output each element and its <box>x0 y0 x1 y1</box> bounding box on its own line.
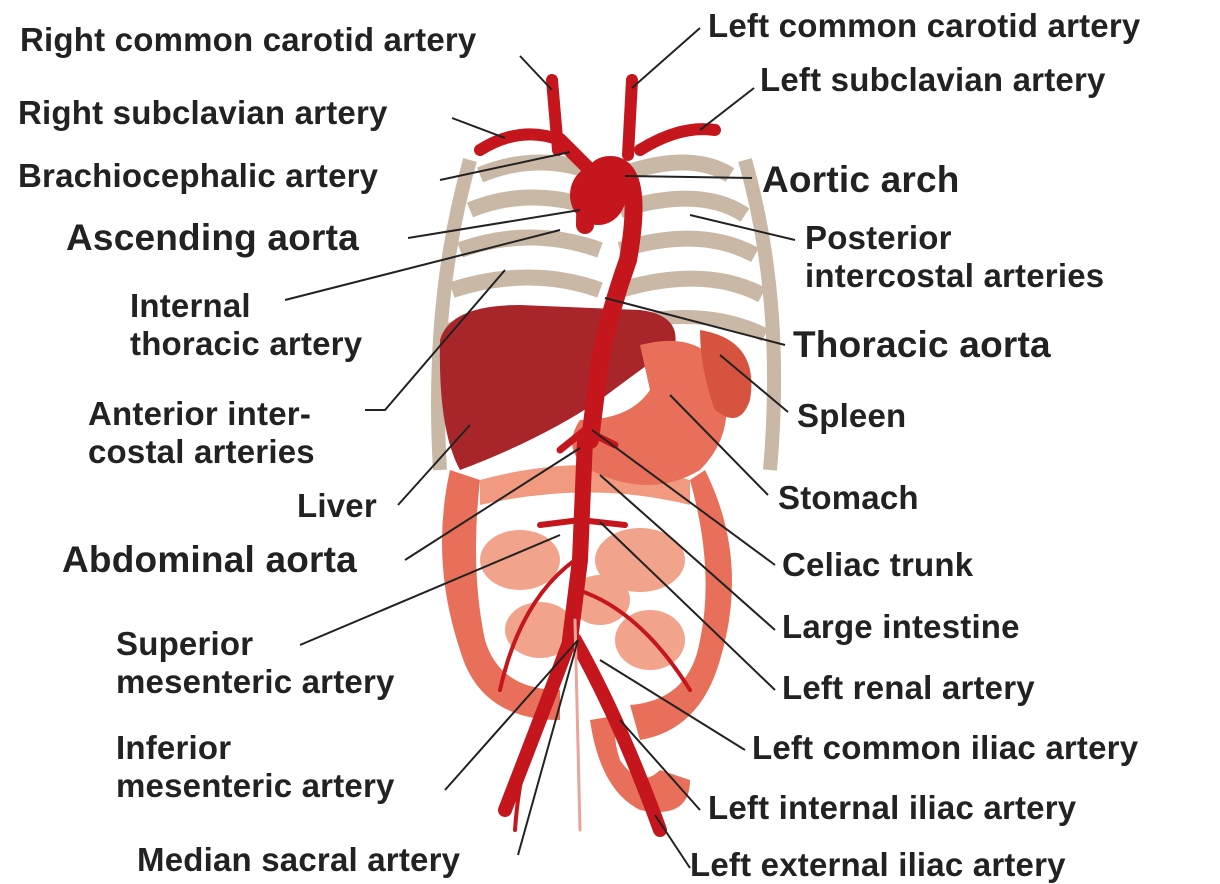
label-anterior-intercostal-line2: costal arteries <box>88 434 315 470</box>
label-superior-mesenteric-line1: Superior <box>116 626 253 662</box>
label-thoracic-aorta: Thoracic aorta <box>793 325 1051 366</box>
leader-anterior-intercostal <box>365 270 505 410</box>
leader-left-common-carotid <box>632 28 700 88</box>
leader-right-common-carotid <box>520 56 552 90</box>
label-ascending-aorta: Ascending aorta <box>66 218 359 259</box>
label-anterior-intercostal-line1: Anterior inter- <box>88 396 311 432</box>
leader-left-internal-iliac <box>620 720 700 810</box>
label-aortic-arch: Aortic arch <box>762 160 960 201</box>
label-right-subclavian: Right subclavian artery <box>18 95 388 131</box>
label-superior-mesenteric-line2: mesenteric artery <box>116 664 395 700</box>
label-posterior-intercostal-line2: intercostal arteries <box>805 258 1104 294</box>
leader-spleen <box>720 355 788 412</box>
leader-posterior-intercostal <box>690 215 795 240</box>
label-spleen: Spleen <box>797 398 906 434</box>
leader-ascending-aorta <box>408 210 580 238</box>
label-inferior-mesenteric-line2: mesenteric artery <box>116 768 395 804</box>
leader-stomach <box>670 395 768 495</box>
label-internal-thoracic-line2: thoracic artery <box>130 326 362 362</box>
label-stomach: Stomach <box>778 480 919 516</box>
label-inferior-mesenteric-line1: Inferior <box>116 730 231 766</box>
label-right-common-carotid: Right common carotid artery <box>20 22 476 58</box>
label-brachiocephalic: Brachiocephalic artery <box>18 158 378 194</box>
label-liver: Liver <box>297 488 377 524</box>
label-median-sacral: Median sacral artery <box>137 842 460 878</box>
leader-left-common-iliac <box>600 660 745 750</box>
label-left-internal-iliac: Left internal iliac artery <box>708 790 1076 826</box>
label-left-common-carotid: Left common carotid artery <box>708 8 1140 44</box>
leader-median-sacral <box>518 640 578 855</box>
label-celiac-trunk: Celiac trunk <box>782 547 973 583</box>
leader-abdominal-aorta <box>405 448 580 560</box>
label-internal-thoracic-line1: Internal <box>130 288 251 324</box>
leader-brachiocephalic <box>440 152 570 180</box>
leader-liver <box>398 425 470 505</box>
label-abdominal-aorta: Abdominal aorta <box>62 540 357 581</box>
label-left-renal: Left renal artery <box>782 670 1035 706</box>
label-large-intestine: Large intestine <box>782 609 1020 645</box>
label-posterior-intercostal-line1: Posterior <box>805 220 952 256</box>
label-left-common-iliac: Left common iliac artery <box>752 730 1138 766</box>
label-left-subclavian: Left subclavian artery <box>760 62 1106 98</box>
leader-celiac-trunk <box>592 430 775 565</box>
leader-aortic-arch <box>625 176 752 178</box>
leader-right-subclavian <box>452 118 505 138</box>
leader-left-external-iliac <box>655 815 690 868</box>
leader-thoracic-aorta <box>605 298 785 345</box>
leader-left-subclavian <box>700 88 754 130</box>
label-left-external-iliac: Left external iliac artery <box>690 847 1066 883</box>
